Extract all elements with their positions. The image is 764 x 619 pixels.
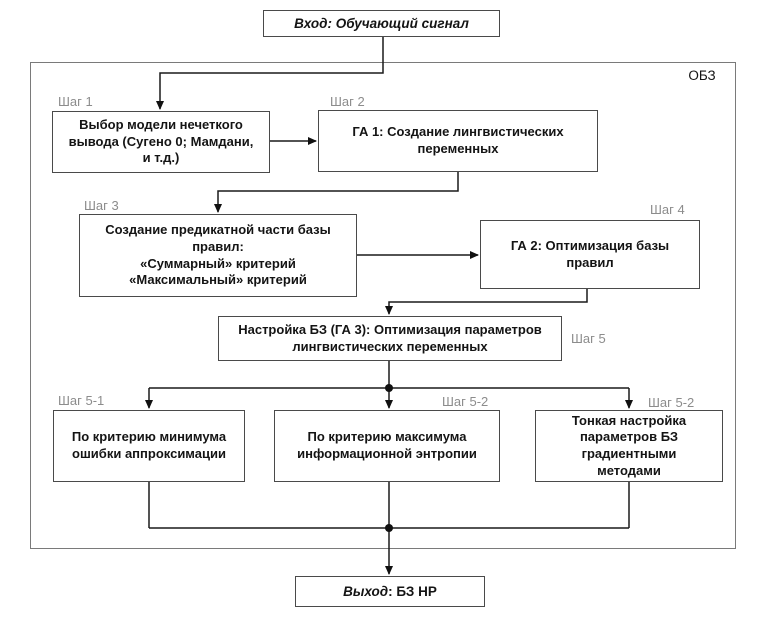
input-node: Вход: Обучающий сигнал [263,10,500,37]
output-node-label-rest: : БЗ НР [388,584,437,599]
node-step-2: ГА 1: Создание лингвистических переменны… [318,110,598,172]
step-label-3: Шаг 3 [84,198,119,213]
node-step-5: Настройка БЗ (ГА 3): Оптимизация парамет… [218,316,562,361]
step-label-5-2b: Шаг 5-2 [648,395,695,410]
step-label-1: Шаг 1 [58,94,93,109]
node-step-3: Создание предикатной части базы правил: … [79,214,357,297]
node-step-5-2: По критерию максимума информационной энт… [274,410,500,482]
step-label-2: Шаг 2 [330,94,365,109]
output-node-label-italic: Выход [343,584,389,599]
node-step-4: ГА 2: Оптимизация базы правил [480,220,700,289]
input-node-label: Вход: Обучающий сигнал [294,16,469,31]
output-node: Выход: БЗ НР [295,576,485,607]
step-label-5-2: Шаг 5-2 [442,394,489,409]
step-label-5-1: Шаг 5-1 [58,393,105,408]
node-step-5-2b: Тонкая настройка параметров БЗ градиентн… [535,410,723,482]
node-step-5-1: По критерию минимума ошибки аппроксимаци… [53,410,245,482]
obz-container-label: ОБЗ [688,68,716,83]
step-label-5: Шаг 5 [571,331,606,346]
node-step-1: Выбор модели нечеткого вывода (Сугено 0;… [52,111,270,173]
step-label-4: Шаг 4 [650,202,685,217]
